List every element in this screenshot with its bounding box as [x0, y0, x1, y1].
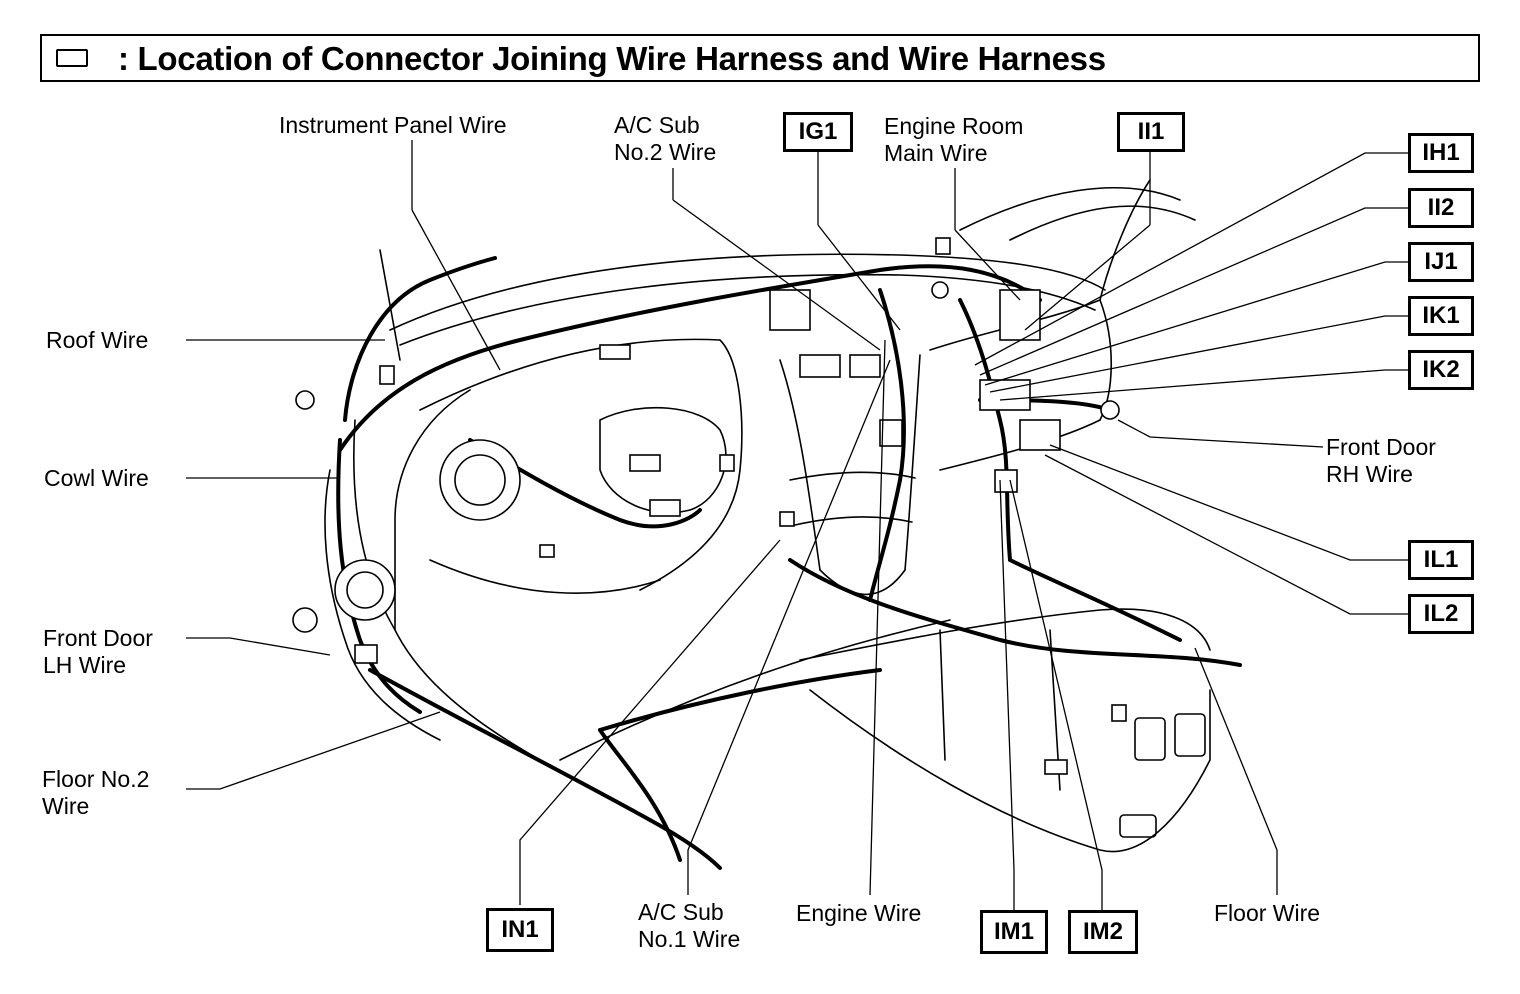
floor-no2-wire-label-line1: Floor No.2	[42, 766, 150, 792]
ac-sub-no2-label-line1: A/C Sub	[614, 112, 700, 138]
engine-wire-label: Engine Wire	[796, 900, 922, 926]
connector-ii1-label: II1	[1117, 112, 1185, 152]
connector-ig1-label: IG1	[783, 112, 853, 152]
connector-in1-label: IN1	[486, 908, 554, 952]
front-door-rh-wire-label-line1: Front Door	[1326, 434, 1436, 460]
title-bar: : Location of Connector Joining Wire Har…	[40, 34, 1480, 82]
wire-harness-bundles	[336, 256, 1242, 870]
connector-il2-label: IL2	[1408, 594, 1474, 634]
front-door-rh-wire-label-line2: RH Wire	[1326, 461, 1413, 487]
ac-sub-no1-label-line1: A/C Sub	[638, 899, 724, 925]
engine-room-main-wire-label-line1: Engine Room	[884, 113, 1024, 139]
floor-no2-wire-label-line2: Wire	[42, 793, 90, 819]
connector-il1-label: IL1	[1408, 540, 1474, 580]
leader-lines	[186, 140, 1410, 918]
ac-sub-no2-label-line2: No.2 Wire	[614, 139, 717, 165]
engine-room-main-wire-label-line2: Main Wire	[884, 140, 988, 166]
cowl-wire-label: Cowl Wire	[44, 465, 149, 491]
instrument-panel-wire-label: Instrument Panel Wire	[279, 112, 507, 138]
connector-ii2-label: II2	[1408, 188, 1474, 228]
connector-icon	[56, 49, 88, 67]
connector-ih1-label: IH1	[1408, 133, 1474, 173]
connector-im2-label: IM2	[1068, 910, 1138, 954]
connector-clusters	[292, 237, 1127, 775]
front-door-lh-wire-label-line1: Front Door	[43, 625, 153, 651]
floor-wire-label: Floor Wire	[1214, 900, 1321, 926]
dashboard-outline	[324, 179, 1211, 853]
ac-sub-no1-label-line2: No.1 Wire	[638, 926, 741, 952]
connector-im1-label: IM1	[980, 910, 1048, 954]
roof-wire-label: Roof Wire	[46, 327, 149, 353]
page-title: : Location of Connector Joining Wire Har…	[118, 40, 1106, 77]
connector-ik1-label: IK1	[1408, 296, 1474, 336]
front-door-lh-wire-label-line2: LH Wire	[43, 652, 127, 678]
connector-ik2-label: IK2	[1408, 350, 1474, 390]
connector-ij1-label: IJ1	[1408, 242, 1474, 282]
